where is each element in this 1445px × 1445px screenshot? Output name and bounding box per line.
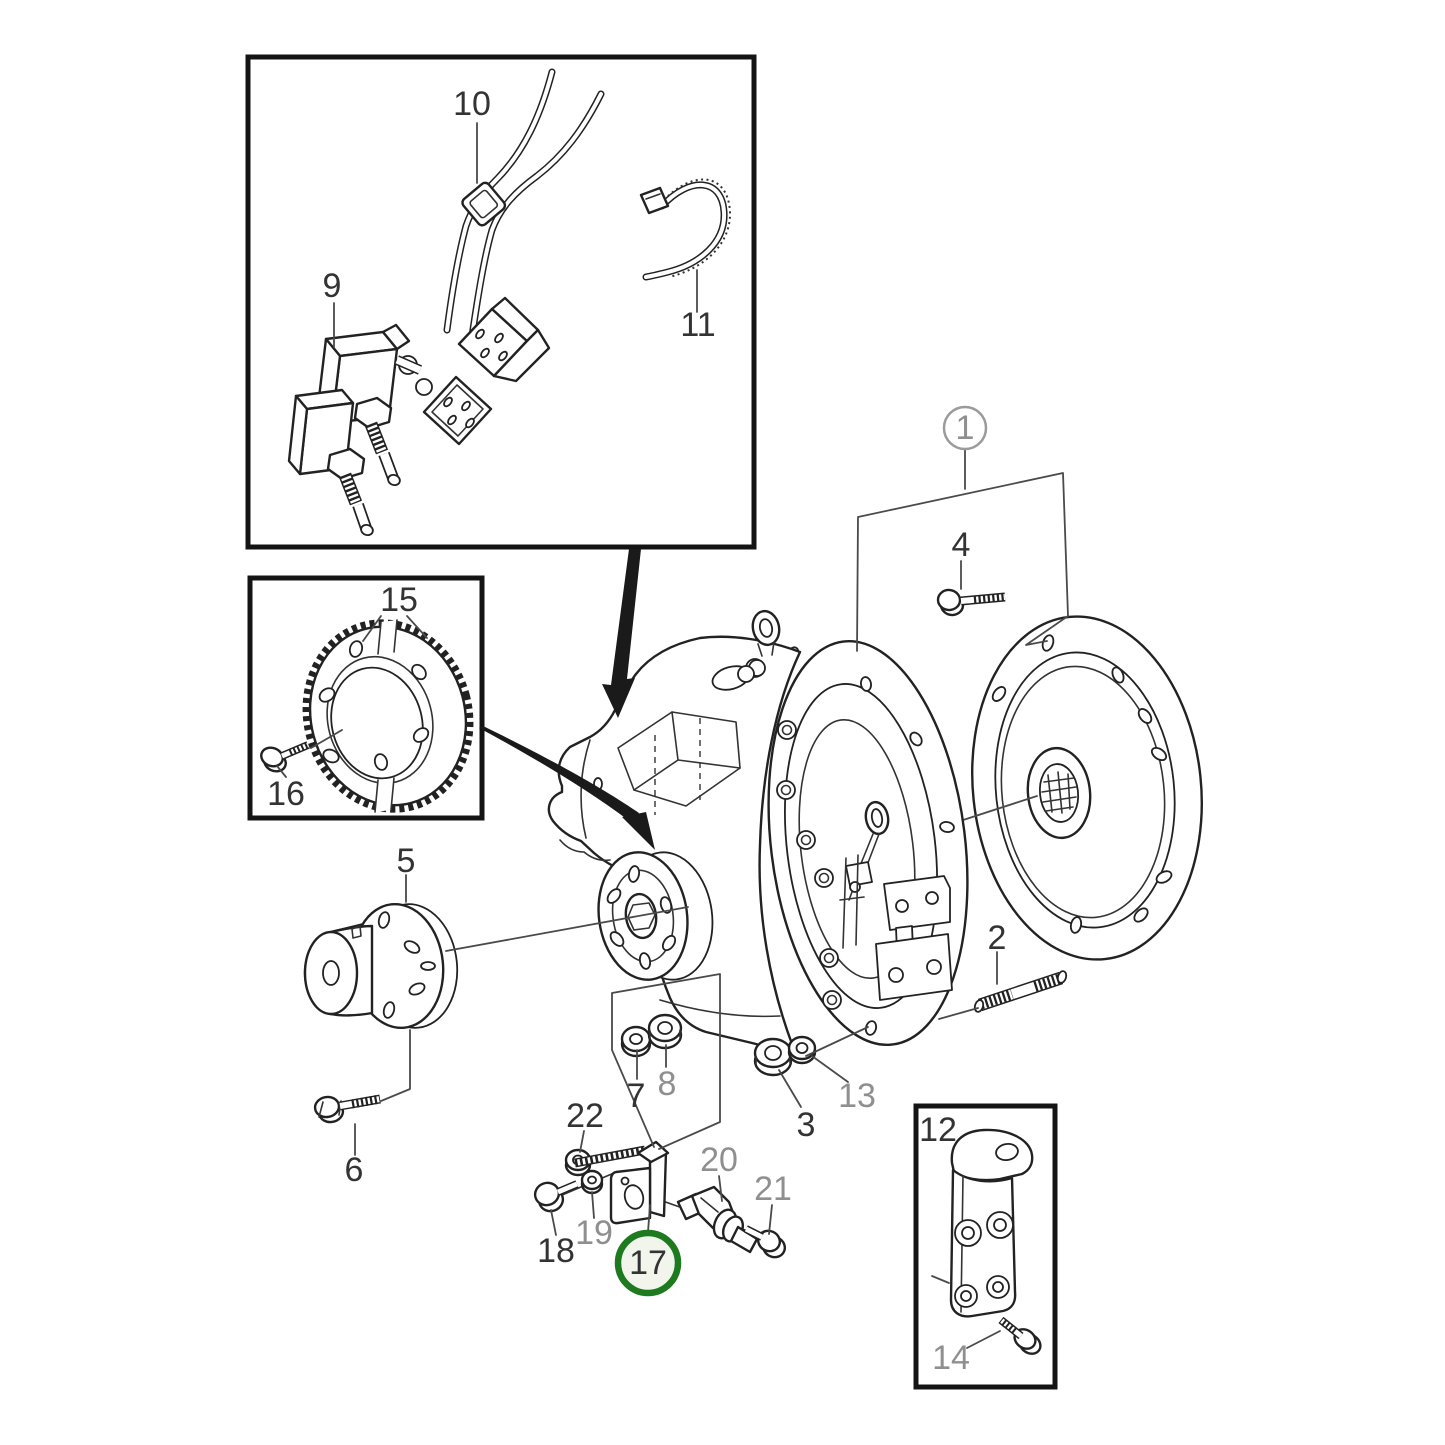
part-callout-11[interactable]: 11: [680, 306, 715, 344]
inset-box-cable-kit: [245, 54, 757, 550]
part-number-label: 12: [919, 1111, 957, 1149]
bolt-6: [313, 1094, 381, 1124]
part-callout-12[interactable]: 12: [919, 1111, 957, 1149]
part-callout-18[interactable]: 18: [537, 1232, 575, 1270]
bolt-16: [260, 741, 310, 773]
inset-box-bracket: [913, 1103, 1058, 1390]
part-number-label: 19: [575, 1214, 613, 1252]
part-number-label: 11: [680, 306, 715, 344]
part-callout-1[interactable]: 1: [942, 405, 988, 451]
nut-8: [647, 1013, 683, 1050]
bracket-12: [949, 1128, 1034, 1318]
part-number-label: 21: [754, 1170, 792, 1208]
reference-circle: [942, 405, 988, 451]
washer-19: [580, 1169, 604, 1195]
bracket-17: [574, 1140, 670, 1225]
part-callout-21[interactable]: 21: [754, 1170, 792, 1208]
part-callout-6[interactable]: 6: [345, 1151, 364, 1189]
part-number-label: 4: [952, 526, 971, 564]
spline-hatch: [1041, 771, 1077, 814]
part-callout-2[interactable]: 2: [988, 919, 1007, 957]
cable-clamp: [461, 181, 507, 227]
part-callout-10[interactable]: 10: [453, 85, 491, 123]
part-number-label: 16: [267, 775, 305, 813]
nut-3: [753, 1037, 793, 1077]
part-number-label: 2: [988, 919, 1007, 957]
callout-arrow-cables: [602, 549, 641, 718]
part-number-label: 9: [323, 267, 342, 305]
part-number-label: 18: [537, 1232, 575, 1270]
sensor-20: [676, 1185, 759, 1254]
part-callout-19[interactable]: 19: [575, 1214, 613, 1252]
part-callout-22[interactable]: 22: [566, 1097, 604, 1135]
part-number-label: 22: [566, 1097, 604, 1135]
part-number-label: 3: [797, 1106, 816, 1144]
washer-7: [620, 1025, 652, 1058]
bolt-4: [936, 588, 1006, 617]
part-number-label: 17: [629, 1244, 667, 1282]
cable-connectors: [422, 296, 551, 446]
bolt-18: [533, 1180, 579, 1213]
fasteners: [533, 588, 1068, 1259]
damper-plate-drawing: [956, 615, 1203, 961]
part-callout-17[interactable]: 17: [614, 1229, 682, 1297]
coupling-flange-drawing: [303, 902, 459, 1124]
part-callout-3[interactable]: 3: [797, 1106, 816, 1144]
bolt-14: [998, 1316, 1042, 1355]
stud-2: [973, 970, 1068, 1013]
part-number-label: 13: [838, 1077, 876, 1115]
part-callout-14[interactable]: 14: [932, 1339, 970, 1377]
bolt-21: [744, 1225, 787, 1259]
solenoid-valves: [287, 323, 433, 537]
mount-brackets: [839, 854, 953, 1001]
part-callout-15[interactable]: 15: [380, 581, 418, 619]
washer-13: [787, 1035, 817, 1065]
part-number-label: 14: [932, 1339, 970, 1377]
part-callout-20[interactable]: 20: [700, 1141, 738, 1179]
cable-tie: [639, 178, 732, 281]
part-callout-7[interactable]: 7: [627, 1077, 646, 1115]
part-number-label: 5: [397, 842, 416, 880]
part-number-label: 15: [380, 581, 418, 619]
part-number-label: 20: [700, 1141, 738, 1179]
part-number-label: 10: [453, 85, 491, 123]
part-number-label: 7: [627, 1077, 646, 1115]
part-number-label: 1: [956, 409, 975, 447]
part-number-label: 8: [658, 1065, 677, 1103]
part-number-label: 6: [345, 1151, 364, 1189]
part-callout-8[interactable]: 8: [658, 1065, 677, 1103]
inset-box-rotor-plate: [247, 575, 485, 821]
drain-plugs: [745, 658, 842, 1010]
gearbox-assembly-drawing: [547, 609, 969, 1048]
part-callout-9[interactable]: 9: [323, 267, 342, 305]
highlight-circle: [614, 1229, 682, 1297]
part-callout-16[interactable]: 16: [267, 775, 305, 813]
part-callout-4[interactable]: 4: [952, 526, 971, 564]
leader-lines: [354, 449, 1069, 1236]
lifting-eye: [751, 609, 781, 657]
part-callout-13[interactable]: 13: [838, 1077, 876, 1115]
part-callout-5[interactable]: 5: [397, 842, 416, 880]
callout-arrow-plate: [479, 726, 639, 823]
